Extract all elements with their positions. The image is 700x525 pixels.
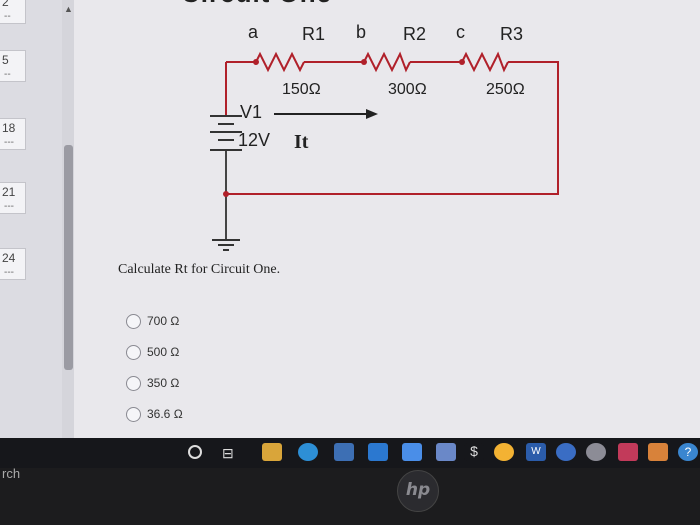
resistor-label-r3: R3 bbox=[500, 24, 523, 44]
file-explorer-icon[interactable] bbox=[262, 443, 282, 461]
answer-option-label: 350 Ω bbox=[147, 376, 180, 390]
circuit-diagram: a b c R1 R2 R3 150Ω 300Ω 250Ω V1 12V It bbox=[210, 22, 559, 251]
question-navigator: 2 -- 5 -- 18 --- 21 --- 24 --- bbox=[0, 0, 65, 455]
question-number: 21 bbox=[2, 185, 16, 199]
source-label: V1 bbox=[240, 102, 262, 122]
question-status: --- bbox=[4, 267, 14, 278]
taskbar-search-text[interactable]: rch bbox=[2, 466, 21, 481]
store-icon[interactable] bbox=[334, 443, 354, 461]
resistor-value-r1: 150Ω bbox=[282, 81, 321, 98]
node-b bbox=[361, 59, 367, 65]
wire-right-bottom bbox=[226, 61, 559, 195]
question-number: 2 bbox=[2, 0, 9, 9]
radio-button[interactable] bbox=[126, 375, 141, 391]
help-icon[interactable]: ? bbox=[678, 443, 698, 461]
radio-button[interactable] bbox=[126, 344, 141, 360]
node-a bbox=[253, 59, 259, 65]
circuit-heading: Circuit One bbox=[181, 0, 332, 9]
answer-option-2[interactable]: 500 Ω bbox=[126, 341, 179, 363]
radio-button[interactable] bbox=[126, 313, 141, 329]
answer-option-3[interactable]: 350 Ω bbox=[126, 372, 179, 394]
app-icon-2[interactable] bbox=[556, 443, 576, 461]
source-value: 12V bbox=[238, 130, 270, 150]
resistor-label-r2: R2 bbox=[403, 24, 426, 44]
current-label: It bbox=[294, 131, 309, 153]
app-icon-3[interactable] bbox=[586, 443, 606, 461]
resistor-value-r2: 300Ω bbox=[388, 81, 427, 98]
app-icon-4[interactable] bbox=[618, 443, 638, 461]
edge-browser-icon[interactable] bbox=[298, 443, 318, 461]
question-status: --- bbox=[4, 137, 14, 148]
screen: 2 -- 5 -- 18 --- 21 --- 24 --- ▲ Circuit… bbox=[0, 0, 700, 455]
question-number: 24 bbox=[2, 251, 16, 265]
question-nav-18[interactable]: 18 --- bbox=[0, 118, 26, 150]
question-nav-2[interactable]: 2 -- bbox=[0, 0, 26, 24]
node-label-c: c bbox=[456, 22, 465, 42]
resistor-r3 bbox=[461, 51, 509, 73]
chrome-icon[interactable] bbox=[494, 443, 514, 461]
app-icon-5[interactable] bbox=[648, 443, 668, 461]
question-status: -- bbox=[4, 69, 11, 80]
resistor-r1 bbox=[255, 51, 305, 73]
question-status: -- bbox=[4, 11, 11, 22]
answer-option-label: 700 Ω bbox=[147, 314, 180, 328]
dollar-app-icon[interactable]: $ bbox=[464, 443, 484, 461]
answer-option-4[interactable]: 36.6 Ω bbox=[126, 403, 183, 425]
word-icon[interactable]: W bbox=[526, 443, 546, 461]
node-label-b: b bbox=[356, 22, 366, 42]
hp-logo: hp bbox=[397, 470, 439, 512]
node-ground bbox=[223, 191, 229, 197]
resistor-r2 bbox=[363, 51, 411, 73]
app-icon[interactable] bbox=[436, 443, 456, 461]
dropbox-icon[interactable] bbox=[402, 443, 422, 461]
question-text: Calculate Rt for Circuit One. bbox=[118, 262, 281, 277]
cortana-icon[interactable] bbox=[188, 445, 202, 459]
resistor-value-r3: 250Ω bbox=[486, 81, 525, 98]
arrowhead-icon bbox=[366, 109, 378, 119]
mail-icon[interactable] bbox=[368, 443, 388, 461]
answer-option-1[interactable]: 700 Ω bbox=[126, 310, 179, 332]
question-status: --- bbox=[4, 201, 14, 212]
node-c bbox=[459, 59, 465, 65]
question-content: Circuit One bbox=[76, 0, 700, 455]
question-nav-24[interactable]: 24 --- bbox=[0, 248, 26, 280]
answer-option-label: 36.6 Ω bbox=[147, 407, 183, 421]
resistor-label-r1: R1 bbox=[302, 24, 325, 44]
question-nav-21[interactable]: 21 --- bbox=[0, 182, 26, 214]
node-label-a: a bbox=[248, 22, 259, 42]
question-nav-5[interactable]: 5 -- bbox=[0, 50, 26, 82]
task-view-icon[interactable]: ⊟ bbox=[222, 445, 234, 461]
scroll-up-icon[interactable]: ▲ bbox=[64, 4, 73, 14]
answer-option-label: 500 Ω bbox=[147, 345, 180, 359]
scrollbar-thumb[interactable] bbox=[64, 145, 73, 370]
question-number: 5 bbox=[2, 53, 9, 67]
radio-button[interactable] bbox=[126, 406, 141, 422]
question-number: 18 bbox=[2, 121, 16, 135]
